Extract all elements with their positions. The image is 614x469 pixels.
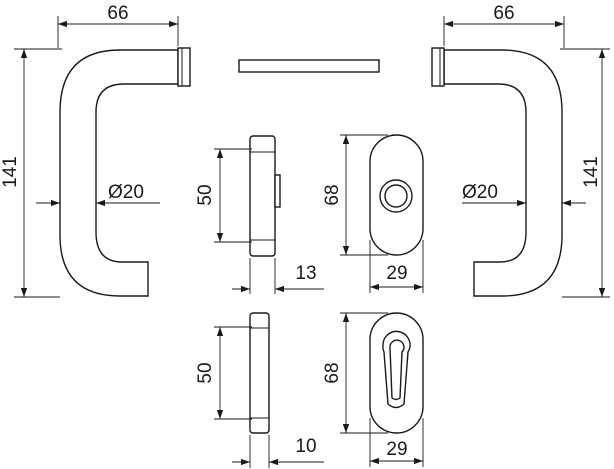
dimension-handle-right-height: 141 [560, 48, 610, 298]
dimension-handle-right-width: 66 [443, 3, 565, 48]
rose-cylinder-front-height-label: 68 [322, 362, 343, 383]
dimension-handle-left-height: 141 [0, 48, 62, 298]
handle-left-height-label: 141 [0, 156, 21, 188]
rose-knob-side-stub [274, 174, 281, 208]
rose-cylinder-front-view [369, 312, 424, 434]
dimension-rose-cylinder-front-width: 29 [369, 418, 424, 467]
rose-cylinder-height-label: 50 [195, 362, 216, 383]
rose-cylinder-front-width-label: 29 [386, 439, 407, 460]
rose-knob-front-view [369, 134, 424, 256]
handle-right-spindle-end [431, 47, 445, 87]
rose-knob-front-width-label: 29 [386, 263, 407, 284]
rose-cylinder-side-body [249, 312, 270, 434]
handle-left-width-label: 66 [107, 3, 128, 24]
lever-handle-left [59, 47, 191, 297]
dimension-handle-left-width: 66 [57, 3, 179, 48]
rose-knob-front-height-label: 68 [322, 184, 343, 205]
dimension-rose-knob-front-width: 29 [369, 240, 424, 293]
keyhole-icon [389, 339, 405, 401]
dimension-rose-cylinder-front-height: 68 [322, 312, 388, 434]
rose-cylinder-side-view [249, 312, 270, 434]
rose-knob-height-label: 50 [195, 184, 216, 205]
dimension-handle-left-diameter: Ø20 [36, 182, 160, 207]
dimension-rose-cylinder-depth: 10 [232, 435, 324, 468]
rose-knob-inner-ring [384, 184, 408, 208]
handle-left-diameter-label: Ø20 [108, 182, 144, 203]
spindle-bar [238, 59, 380, 73]
handle-left-spindle-end [177, 47, 191, 87]
handle-right-diameter-label: Ø20 [462, 182, 498, 203]
dimension-rose-knob-depth: 13 [232, 258, 324, 294]
rose-knob-side-view [249, 135, 281, 257]
rose-knob-side-body [249, 135, 276, 257]
rose-knob-depth-label: 13 [295, 263, 316, 284]
dimension-handle-right-diameter: Ø20 [462, 182, 586, 207]
dimension-rose-knob-height: 50 [195, 148, 252, 243]
handle-left-outline [59, 49, 179, 297]
dimension-rose-knob-front-height: 68 [322, 134, 388, 256]
lever-handle-right [431, 47, 563, 297]
handle-right-height-label: 141 [581, 156, 602, 188]
handle-right-outline [443, 49, 563, 297]
dimension-rose-cylinder-height: 50 [195, 326, 252, 420]
rose-cylinder-depth-label: 10 [295, 436, 316, 457]
handle-right-width-label: 66 [493, 3, 514, 24]
